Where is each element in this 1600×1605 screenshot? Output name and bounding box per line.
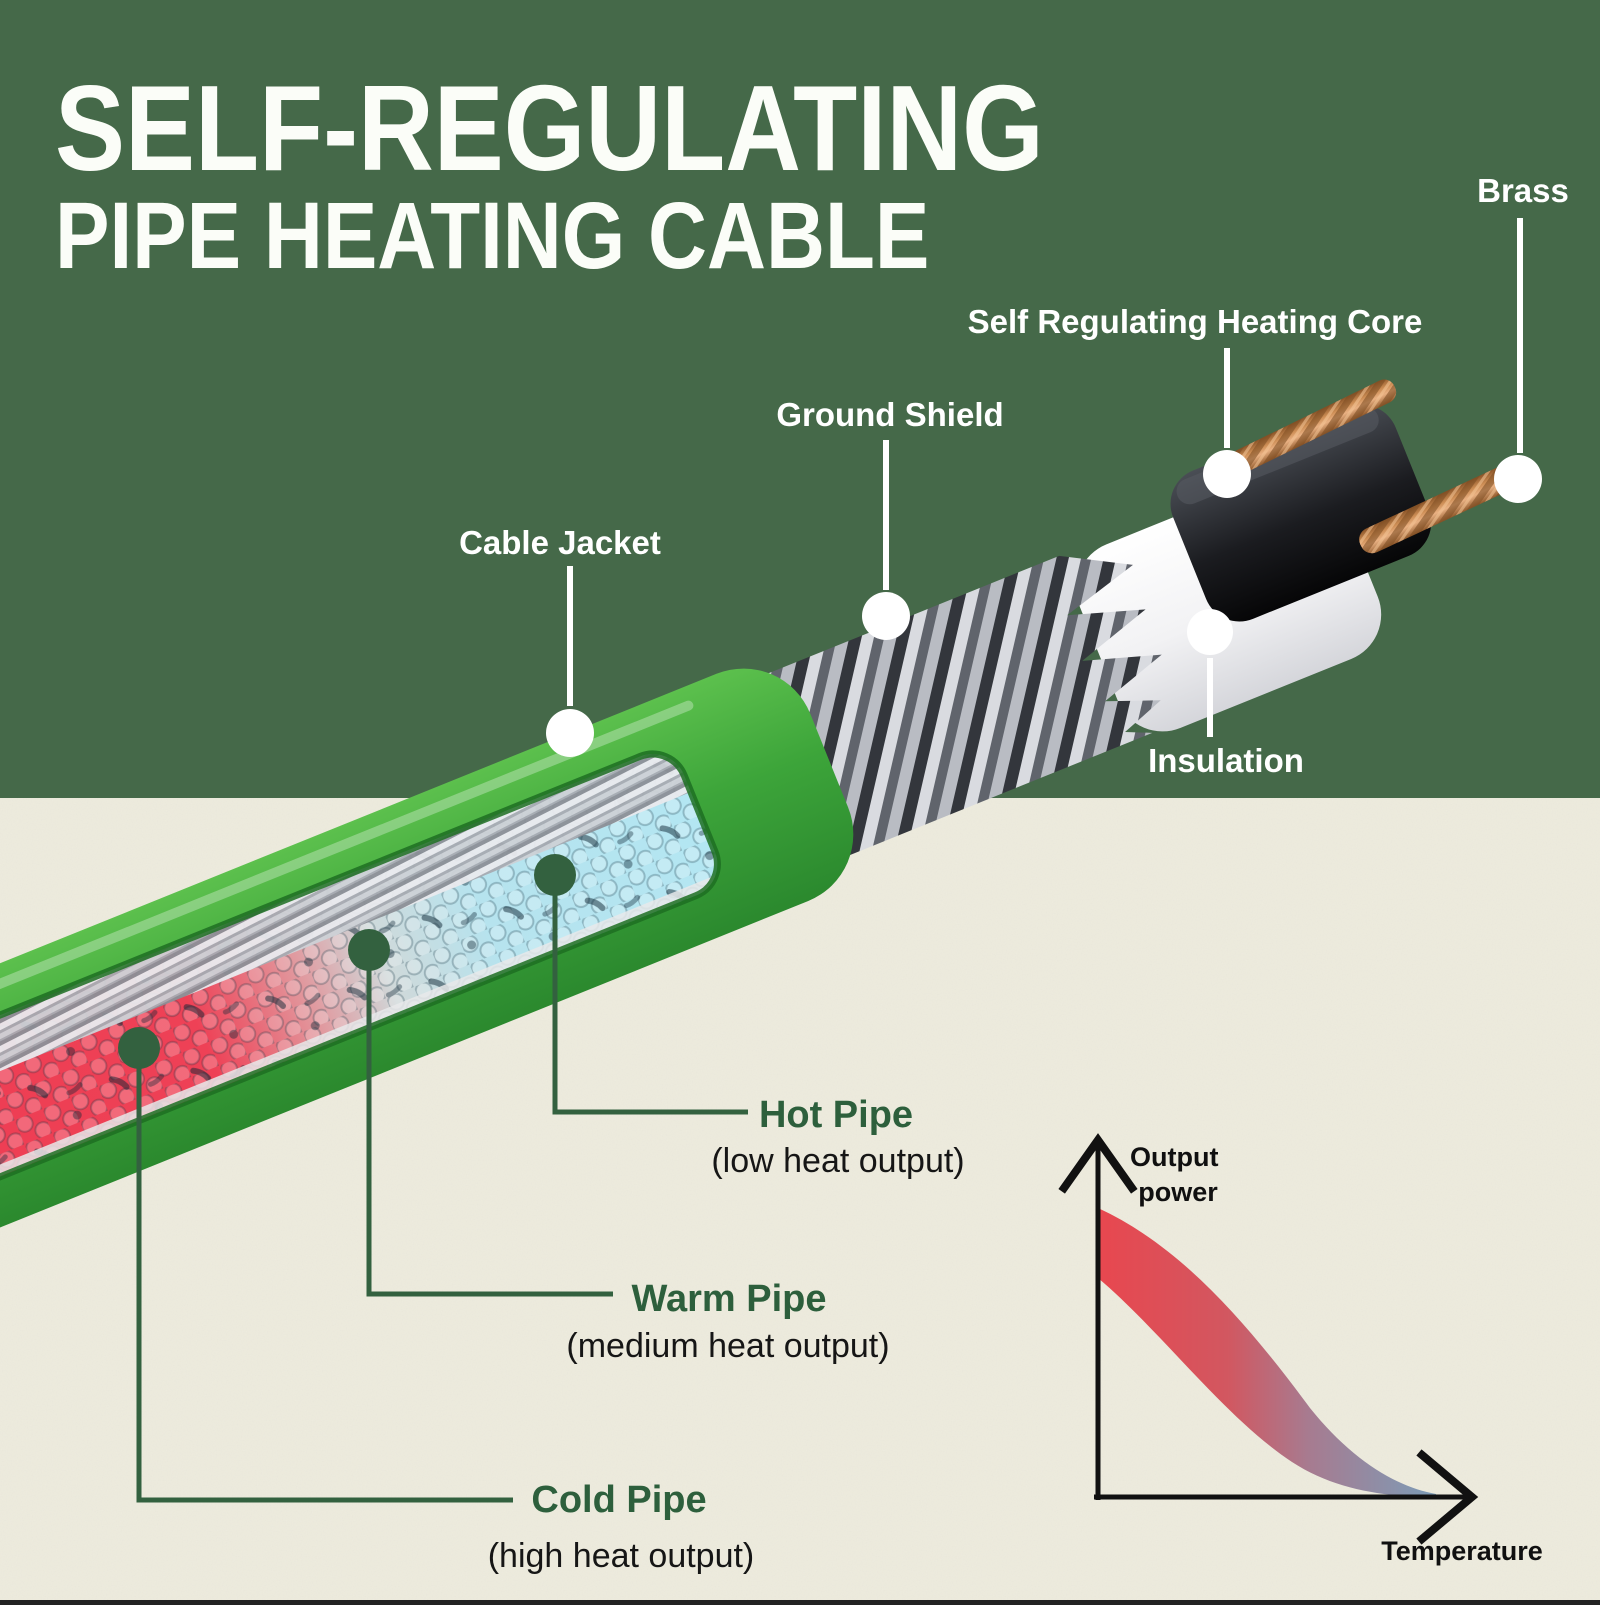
ground-shield-braid	[744, 555, 1162, 868]
y-axis-arrow-icon	[1058, 1133, 1138, 1194]
brass-label: Brass	[1477, 172, 1569, 209]
cable-jacket-label: Cable Jacket	[459, 524, 661, 561]
insulation-label: Insulation	[1148, 742, 1304, 779]
cable-jacket-dot-icon	[546, 709, 594, 757]
warm-pipe-dot-icon	[348, 929, 390, 971]
insulation-dot-icon	[1187, 609, 1233, 655]
cold-pipe-leader-line	[136, 1048, 513, 1503]
warm-pipe-leader-line	[366, 950, 613, 1297]
hot-pipe-label: Hot Pipe	[759, 1094, 913, 1136]
hot-pipe-dot-icon	[534, 854, 576, 896]
x-axis-arrow-icon	[1416, 1449, 1479, 1545]
ground-shield-label: Ground Shield	[776, 396, 1003, 433]
page-title-line2: PIPE HEATING CABLE	[55, 182, 929, 288]
copper-wire-upper	[1231, 379, 1397, 473]
cold-pipe-label: Cold Pipe	[531, 1479, 706, 1521]
warm-pipe-sublabel: (medium heat output)	[566, 1327, 889, 1365]
y-axis-label-line2: power	[1138, 1177, 1218, 1207]
y-axis-label-line1: Output	[1130, 1142, 1218, 1172]
ground-shield-dot-icon	[862, 592, 910, 640]
output-power-chart: Output power Temperature	[1058, 1133, 1543, 1566]
jacket-gloss	[0, 700, 694, 1119]
cold-pipe-sublabel: (high heat output)	[488, 1537, 755, 1575]
power-curve-band	[1098, 1208, 1436, 1497]
brass-dot-icon	[1494, 455, 1542, 503]
y-axis-label: Output power	[1130, 1142, 1226, 1207]
cutaway-window	[0, 743, 728, 1292]
steel-strands	[0, 743, 691, 1201]
hot-pipe-leader-line	[552, 875, 748, 1115]
cold-pipe-dot-icon	[118, 1027, 160, 1069]
title-block: SELF-REGULATING PIPE HEATING CABLE	[55, 61, 1044, 289]
hot-pipe-sublabel: (low heat output)	[711, 1142, 964, 1180]
structure-callouts: Cable Jacket Ground Shield Self Regulati…	[459, 172, 1569, 779]
cutaway-rim	[0, 750, 721, 1285]
pipe-callouts: Hot Pipe (low heat output) Warm Pipe (me…	[118, 854, 965, 1575]
warm-pipe-label: Warm Pipe	[632, 1278, 827, 1320]
x-axis-label: Temperature	[1381, 1536, 1543, 1566]
heating-core-label: Self Regulating Heating Core	[968, 303, 1423, 340]
heating-core-dot-icon	[1203, 450, 1251, 498]
copper-wire-lower	[1359, 461, 1526, 554]
page-title-line1: SELF-REGULATING	[55, 61, 1044, 197]
